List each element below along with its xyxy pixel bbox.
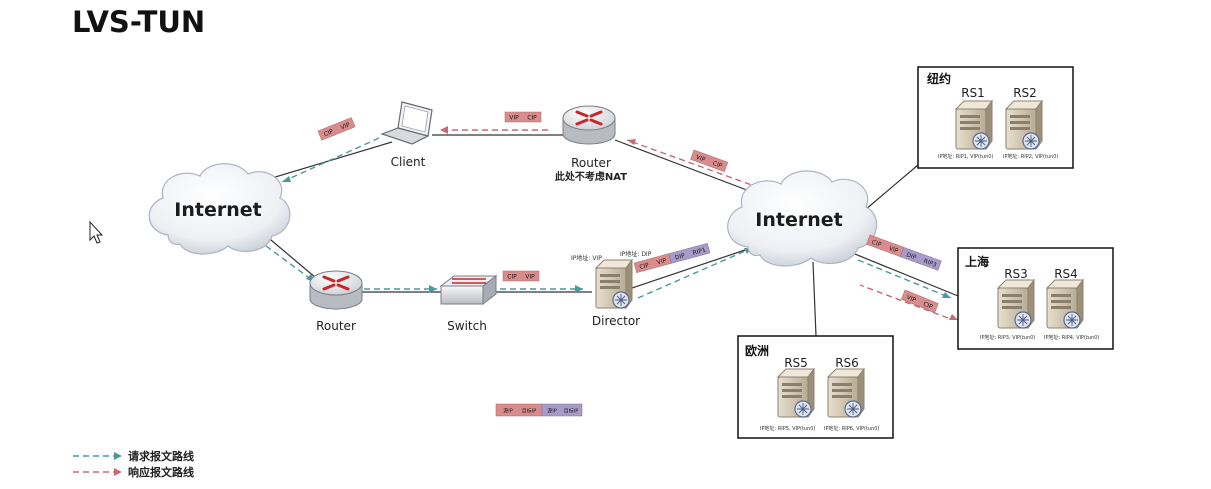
page-title: LVS-TUN [72, 5, 205, 39]
rs2-server-icon [1005, 100, 1043, 150]
router-top-note: 此处不考虑NAT [555, 170, 627, 183]
packet-field: VIP [509, 115, 519, 122]
rs6-label: RS6 [835, 356, 859, 370]
packet-director-out: CIP VIP DIP RIP1 [633, 243, 711, 273]
packet-field: VIP [888, 245, 900, 255]
packet-field: VIP [695, 154, 707, 164]
packet-top-router: VIP CIP [504, 111, 542, 123]
legend-response-label: 响应报文路线 [128, 465, 194, 479]
legend-request-label: 请求报文路线 [128, 449, 194, 463]
packet-router-right: VIP CIP [690, 149, 729, 173]
packet-field: 目标IP [564, 408, 579, 415]
rs3-label: RS3 [1004, 267, 1028, 281]
packet-field: CIP [871, 239, 883, 249]
router-bottom-icon: Router [309, 270, 363, 333]
rs2-label: RS2 [1013, 86, 1037, 100]
packet-field: VIP [905, 294, 917, 304]
packet-field: RIP1 [692, 247, 707, 257]
switch-icon: Switch [439, 274, 498, 333]
rs4-note: IP地址: RIP4, VIP(tun0) [1044, 334, 1099, 341]
router-top-icon: Router 此处不考虑NAT [555, 105, 627, 183]
packet-key: 源IP 目标IP 源IP 目标IP [495, 403, 583, 417]
response-arrowheads [440, 126, 958, 320]
packet-field: 目标IP [522, 408, 537, 415]
mouse-cursor-icon [89, 220, 104, 244]
packet-client-left: CIP VIP [317, 117, 356, 141]
packet-field: CIP [922, 301, 934, 311]
internet-label-right: Internet [755, 209, 842, 231]
rs5-server-icon [777, 368, 815, 418]
packet-shanghai-return: VIP CIP [900, 289, 939, 314]
packet-field: VIP [340, 121, 352, 131]
rs4-label: RS4 [1054, 267, 1078, 281]
packet-field: CIP [527, 115, 537, 122]
region-europe-label: 欧洲 [745, 343, 769, 358]
director-server-icon: Director IP地址: VIP IP地址: DIP [571, 250, 652, 328]
region-shanghai-label: 上海 [965, 254, 989, 269]
internet-cloud-right: Internet [727, 170, 878, 267]
legend: 请求报文路线 响应报文路线 [73, 449, 194, 479]
director-label: Director [592, 314, 640, 328]
packet-field: RIP3 [922, 258, 937, 269]
packet-switch-director: CIP VIP [502, 270, 540, 282]
rs2-note: IP地址: RIP2, VIP(tun0) [1003, 153, 1058, 160]
rs3-note: IP地址: RIP3, VIP(tun0) [980, 334, 1035, 341]
request-path [257, 137, 952, 299]
router-bottom-label: Router [316, 319, 356, 333]
director-dip-note: IP地址: DIP [620, 250, 652, 258]
packet-field: CIP [712, 160, 724, 170]
rs1-note: IP地址: RIP1, VIP(tun0) [938, 153, 993, 160]
client-label: Client [391, 155, 426, 169]
packet-field: DIP [905, 251, 917, 261]
packet-field: CIP [507, 274, 517, 281]
packet-internet-shanghai: CIP VIP DIP RIP3 [866, 234, 942, 271]
internet-cloud-left: Internet [148, 163, 291, 255]
rs5-note: IP地址: RIP5, VIP(tun0) [760, 425, 815, 432]
links [231, 134, 959, 337]
rs5-label: RS5 [784, 356, 808, 370]
router-top-label: Router [571, 156, 611, 170]
internet-label-left: Internet [174, 199, 261, 221]
packet-field: VIP [656, 257, 667, 266]
rs4-server-icon [1046, 279, 1084, 329]
packet-field: 源IP [547, 408, 557, 415]
region-newyork: 纽约 RS1 RS2 IP地址: RIP1, VIP(tun0) IP地址: R… [917, 66, 1074, 169]
packet-field: CIP [639, 262, 650, 271]
rs6-note: IP地址: RIP6, VIP(tun0) [824, 425, 879, 432]
packet-field: DIP [674, 252, 686, 261]
region-europe: 欧洲 RS5 RS6 IP地址: RIP5, VIP(tun0) IP地址: R… [737, 335, 894, 439]
region-newyork-label: 纽约 [927, 71, 951, 86]
packet-field: VIP [525, 274, 535, 281]
client-laptop-icon: Client [380, 101, 433, 169]
rs3-server-icon [997, 279, 1035, 329]
rs1-server-icon [955, 100, 993, 150]
director-vip-note: IP地址: VIP [571, 254, 602, 262]
rs1-label: RS1 [961, 86, 985, 100]
packet-field: CIP [323, 128, 335, 138]
switch-label: Switch [447, 319, 487, 333]
packet-field: 源IP [503, 408, 513, 415]
region-shanghai: 上海 RS3 RS4 IP地址: RIP3, VIP(tun0) IP地址: R… [957, 247, 1114, 350]
rs6-server-icon [827, 368, 865, 418]
